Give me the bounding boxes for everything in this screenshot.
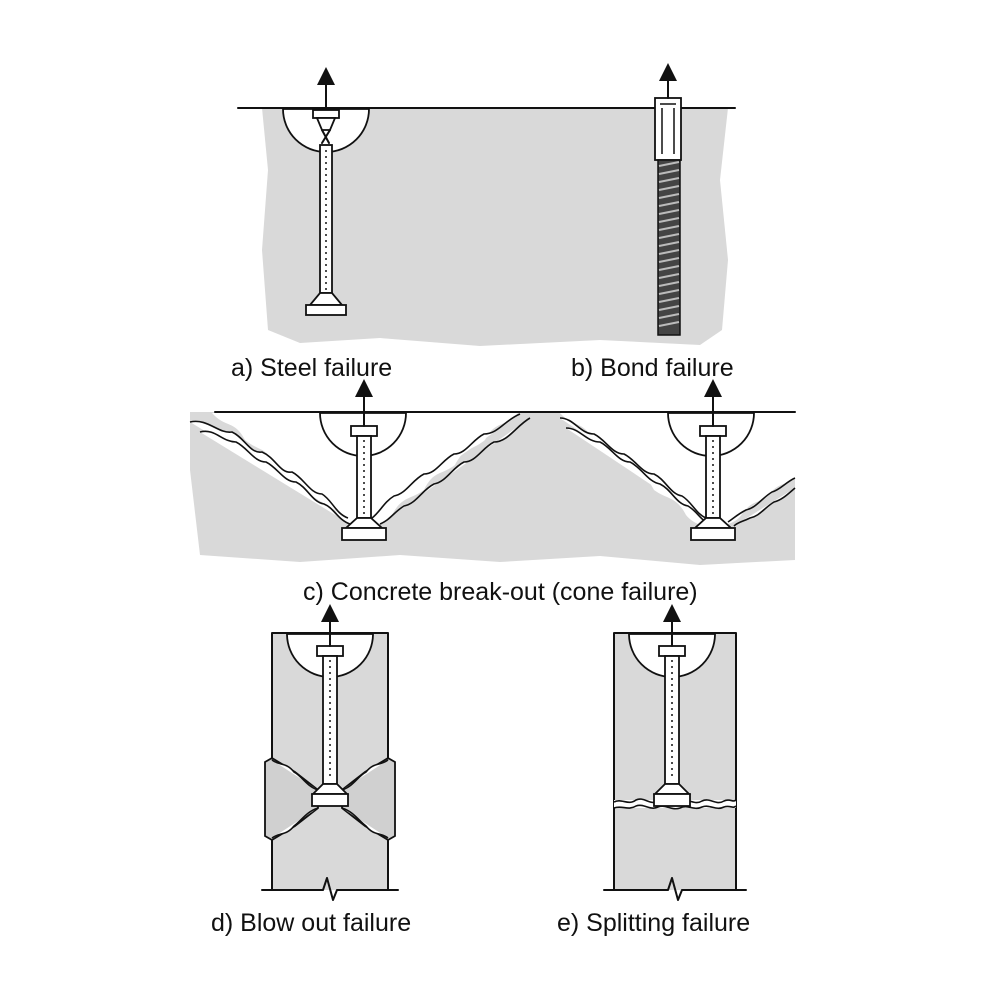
caption-concrete-break-out: c) Concrete break-out (cone failure) [303, 578, 698, 606]
panel-b-bond-failure-anchor [654, 63, 682, 336]
caption-blow-out-failure: d) Blow out failure [211, 909, 412, 937]
panel-c-left-cone [189, 379, 531, 541]
panel-a-b-concrete-block [237, 107, 736, 346]
panel-d-blow-out-column [261, 604, 399, 901]
caption-splitting-failure: e) Splitting failure [557, 909, 751, 937]
panel-c-right-cone [559, 379, 796, 541]
caption-steel-failure: a) Steel failure [231, 354, 393, 382]
panel-e-splitting-column [603, 604, 747, 901]
caption-bond-failure: b) Bond failure [571, 354, 734, 382]
panel-a-steel-failure-anchor [282, 67, 370, 316]
